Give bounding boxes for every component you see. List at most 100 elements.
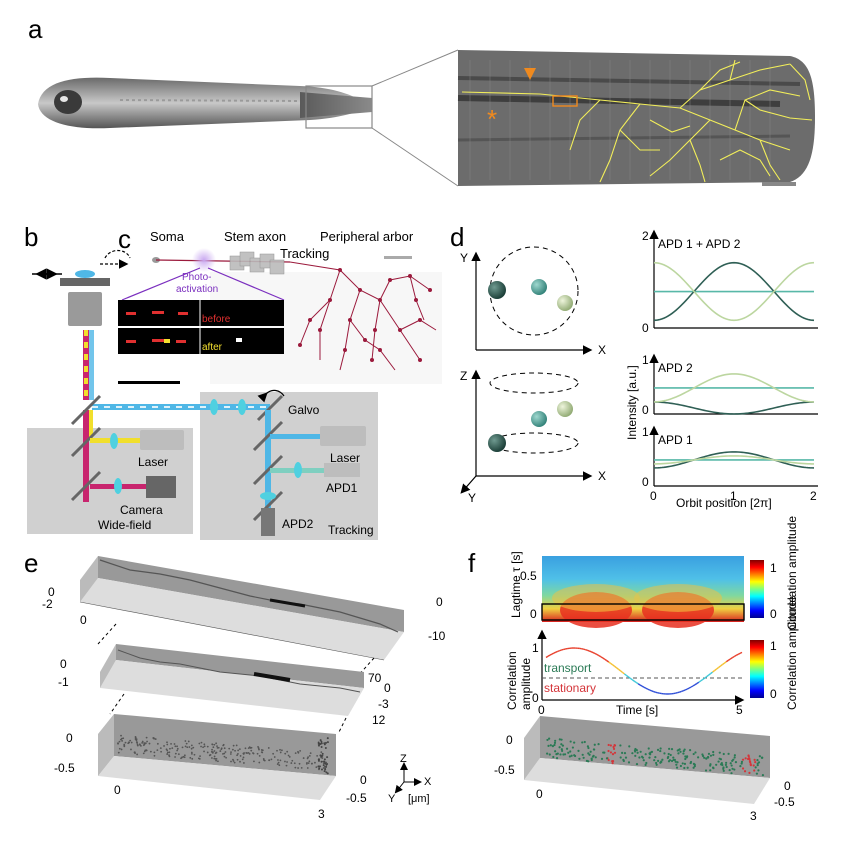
corr-segment: [716, 666, 719, 670]
trajectory-point: [141, 742, 144, 744]
corr-segment: [594, 652, 598, 656]
trajectory-point: [248, 752, 251, 755]
trajectory-point: [730, 772, 733, 775]
trajectory-point: [560, 738, 563, 741]
trajectory-point: [262, 759, 265, 761]
trajectory-point: [669, 753, 672, 757]
panel-label-a: a: [28, 14, 43, 44]
trajectory-point: [124, 741, 127, 744]
trajectory-point: [582, 756, 585, 759]
d-plot-label: APD 1 + APD 2: [658, 237, 741, 251]
trajectory-point: [753, 758, 756, 761]
t5-label: 5: [736, 703, 743, 717]
panel-a: *: [38, 49, 815, 187]
e3-y0: 0: [360, 773, 367, 787]
corr-segment: [696, 681, 700, 685]
d-ymin: 0: [642, 321, 649, 335]
trajectory-point: [280, 749, 283, 752]
trajectory-point: [731, 767, 734, 770]
trajectory-point: [686, 766, 689, 769]
trajectory-point: [184, 745, 187, 748]
corr-segment: [627, 676, 631, 679]
corr-segment: [679, 690, 682, 693]
corr-segment: [647, 688, 651, 691]
trajectory-point: [743, 770, 747, 773]
trajectory-point: [215, 742, 218, 745]
trajectory-point: [216, 745, 218, 748]
e2-zbot: -1: [58, 675, 69, 689]
trajectory-point: [577, 749, 580, 752]
trajectory-point: [176, 749, 179, 752]
trajectory-point: [242, 756, 245, 759]
trajectory-point: [320, 751, 323, 754]
trajectory-point: [230, 760, 232, 763]
trajectory-point: [220, 748, 223, 751]
tracking-frames: [229, 251, 285, 275]
trajectory-point: [217, 760, 219, 763]
corr-segment: [698, 680, 702, 683]
after-image: [118, 328, 284, 354]
trajectory-point: [648, 752, 651, 755]
trajectory-point: [325, 771, 328, 774]
trajectory-point: [739, 765, 742, 768]
laser-tracking: [320, 426, 366, 446]
corr-segment: [616, 667, 619, 670]
trajectory-point: [166, 753, 169, 755]
trajectory-point: [166, 741, 168, 744]
apd1: [324, 463, 360, 477]
trajectory-point: [319, 739, 322, 742]
trajectory-point: [740, 762, 743, 765]
corr-segment: [727, 658, 731, 661]
corr-segment: [710, 671, 714, 675]
corr-tick-0: 0: [532, 691, 539, 705]
corr-segment: [635, 681, 639, 685]
trajectory-point: [149, 750, 152, 753]
d-axis-x: X: [598, 343, 606, 357]
trajectory-point: [554, 750, 557, 753]
zoom-region-box: [305, 85, 373, 129]
trajectory-point: [145, 736, 148, 739]
trajectory-point: [636, 751, 639, 754]
trajectory-point: [279, 759, 282, 762]
corr-tick-1: 1: [532, 641, 539, 655]
trajectory-point: [590, 758, 593, 762]
trajectory-point: [213, 755, 216, 758]
trajectory-point: [200, 745, 202, 748]
trajectory-point: [202, 746, 204, 749]
corr-segment: [555, 650, 559, 653]
corr-segment: [612, 664, 616, 667]
lag-tick-05: 0.5: [520, 569, 537, 583]
trajectory-point: [237, 749, 240, 752]
trajectory-point: [133, 751, 136, 754]
stationary-label: stationary: [544, 681, 596, 695]
trajectory-point: [326, 741, 329, 744]
trajectory-point: [123, 744, 126, 747]
trajectory-point: [642, 759, 645, 762]
panel-b: Laser Camera Wide-field Galvo Laser APD1…: [27, 249, 378, 540]
trajectory-point: [121, 740, 124, 742]
trajectory-point: [546, 738, 549, 742]
trajectory-point: [118, 747, 121, 750]
trajectory-point: [229, 753, 232, 755]
d-xtick: 1: [730, 489, 737, 503]
trajectory-point: [689, 761, 692, 765]
trajectory-point: [322, 762, 325, 765]
trajectory-point: [560, 748, 563, 751]
trajectory-point: [190, 751, 193, 754]
trajectory-point: [306, 761, 308, 764]
trajectory-point: [624, 756, 628, 759]
trajectory-point: [323, 760, 326, 763]
trajectory-point: [230, 751, 232, 753]
trajectory-point: [760, 756, 764, 759]
trajectory-point: [252, 752, 255, 755]
trajectory-point: [315, 766, 318, 769]
corr-segment: [655, 691, 658, 694]
trajectory-point: [279, 751, 282, 754]
trajectory-point: [203, 743, 206, 746]
trajectory-point: [320, 760, 323, 763]
trajectory-point: [317, 744, 320, 747]
trajectory-point: [675, 766, 679, 769]
trajectory-point: [634, 754, 637, 757]
f-ztop: 0: [506, 733, 513, 747]
trajectory-point: [758, 755, 761, 758]
